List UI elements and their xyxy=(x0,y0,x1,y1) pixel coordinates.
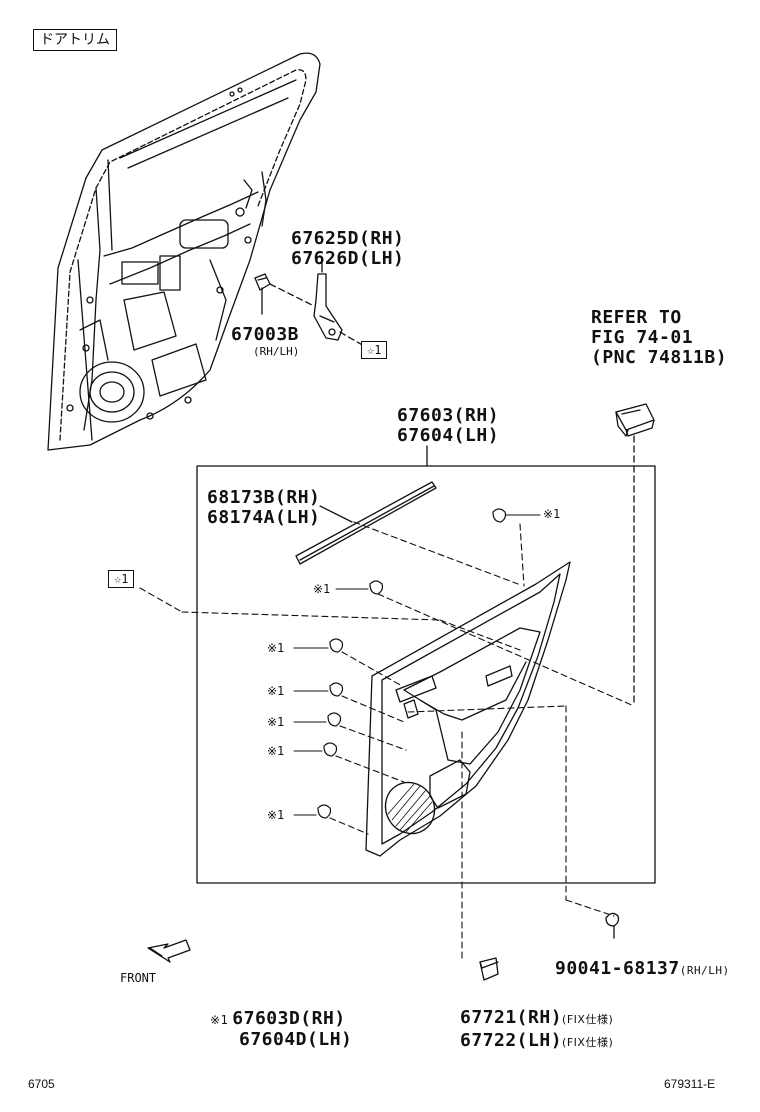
clip-mark-5: ※1 xyxy=(267,715,285,729)
clip-mark-6: ※1 xyxy=(267,744,285,758)
weatherstrip-illustration xyxy=(295,481,437,565)
label-67721: 67721(RH)(FIX仕様) 67722(LH)(FIX仕様) xyxy=(460,1007,614,1051)
clip-mark-1: ※1 xyxy=(543,507,561,521)
spacer-67721-illustration xyxy=(479,957,499,981)
star-ref-top: ☆1 xyxy=(361,341,388,359)
clip-67003b-illustration xyxy=(254,273,271,315)
label-67625d: 67625D(RH) 67626D(LH) xyxy=(291,228,405,269)
clip-mark-2: ※1 xyxy=(313,582,331,596)
label-67603: 67603(RH) 67604(LH) xyxy=(397,405,500,446)
footer-figure-code: 679311-E xyxy=(664,1077,716,1091)
label-90041: 90041-68137(RH/LH) xyxy=(555,958,730,979)
header-tag: ドアトリム xyxy=(33,29,117,51)
clip-fasteners xyxy=(317,508,507,819)
star-ref-left: ☆1 xyxy=(108,570,135,588)
door-trim-panel-illustration xyxy=(365,561,571,857)
front-arrow-icon xyxy=(147,939,191,963)
front-label: FRONT xyxy=(120,971,157,985)
label-67003b: 67003B xyxy=(231,324,300,345)
label-68173b: 68173B(RH) 68174A(LH) xyxy=(207,487,321,528)
label-67003b-note: (RH/LH) xyxy=(253,345,300,358)
switch-illustration xyxy=(615,403,655,437)
footer-page-code: 6705 xyxy=(28,1077,55,1091)
clip-mark-7: ※1 xyxy=(267,808,285,822)
bracket-67625d-illustration xyxy=(313,261,343,341)
clip-mark-3: ※1 xyxy=(267,641,285,655)
door-frame-illustration xyxy=(47,52,321,451)
clip-mark-4: ※1 xyxy=(267,684,285,698)
screw-90041-illustration xyxy=(605,912,620,939)
label-refer-to: REFER TO FIG 74-01 (PNC 74811B) xyxy=(591,307,728,368)
